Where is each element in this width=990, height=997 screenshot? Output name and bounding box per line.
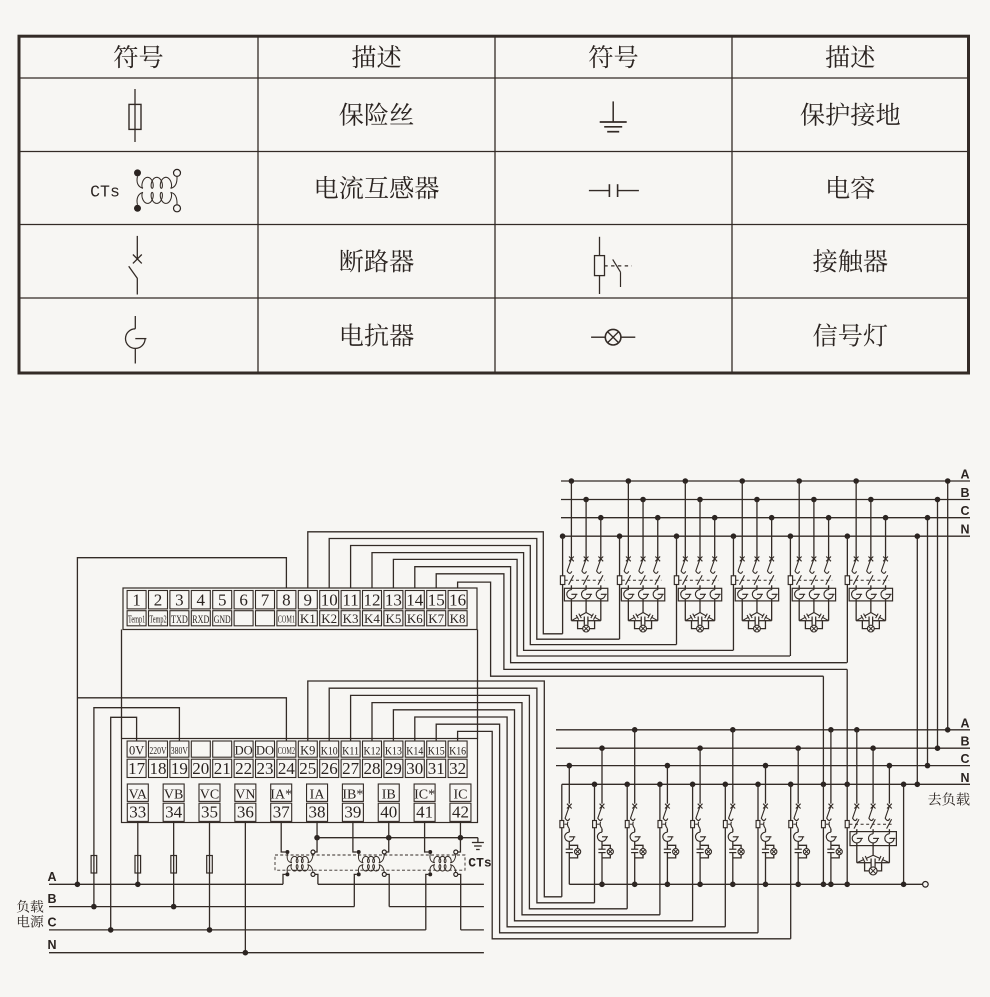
svg-text:CTs: CTs [468,856,492,871]
svg-text:40: 40 [380,803,397,822]
svg-text:K14: K14 [406,745,423,757]
svg-text:TXD: TXD [171,614,188,626]
svg-text:IA*: IA* [270,787,292,802]
svg-text:220V: 220V [149,746,166,757]
svg-text:Temp2: Temp2 [149,615,166,626]
svg-text:K12: K12 [364,745,381,757]
svg-text:30: 30 [406,759,423,778]
svg-text:K5: K5 [385,611,401,626]
svg-text:K10: K10 [321,745,338,757]
svg-text:K11: K11 [342,745,359,757]
svg-text:20: 20 [192,759,209,778]
svg-text:K6: K6 [407,611,423,626]
svg-text:16: 16 [449,590,466,609]
svg-text:28: 28 [364,759,381,778]
svg-text:13: 13 [385,590,402,609]
svg-text:C: C [47,915,56,929]
svg-text:1: 1 [132,590,141,609]
svg-text:RXD: RXD [192,614,209,626]
svg-text:14: 14 [406,590,424,609]
svg-text:22: 22 [235,759,252,778]
svg-text:9: 9 [304,590,313,609]
svg-text:B: B [960,486,969,500]
svg-text:K7: K7 [428,611,444,626]
svg-text:5: 5 [218,590,227,609]
svg-text:34: 34 [165,803,183,822]
svg-text:IC*: IC* [414,787,435,802]
svg-text:3: 3 [175,590,184,609]
svg-text:27: 27 [342,759,360,778]
svg-text:12: 12 [364,590,381,609]
svg-text:VB: VB [164,787,183,802]
svg-text:N: N [960,771,969,785]
svg-text:33: 33 [129,803,146,822]
svg-text:COM1: COM1 [278,615,295,626]
svg-text:C: C [960,752,969,766]
svg-text:36: 36 [237,803,254,822]
svg-text:CTs: CTs [90,183,120,202]
svg-text:24: 24 [278,759,296,778]
svg-text:23: 23 [257,759,274,778]
svg-text:25: 25 [299,759,316,778]
svg-text:C: C [960,504,969,518]
svg-text:39: 39 [344,803,361,822]
svg-text:K2: K2 [321,611,337,626]
svg-text:K4: K4 [364,611,380,626]
svg-text:32: 32 [449,759,466,778]
svg-text:41: 41 [416,803,433,822]
svg-text:17: 17 [128,759,146,778]
svg-text:K3: K3 [343,611,359,626]
svg-text:29: 29 [385,759,402,778]
svg-text:4: 4 [197,590,206,609]
svg-text:IC: IC [453,787,467,802]
svg-text:31: 31 [428,759,445,778]
svg-text:N: N [960,523,969,537]
svg-text:K13: K13 [385,745,402,757]
svg-text:GND: GND [214,614,231,626]
svg-text:DO: DO [256,744,274,758]
svg-text:B: B [960,735,969,749]
svg-text:K8: K8 [450,611,466,626]
svg-text:380V: 380V [171,746,188,757]
svg-text:B: B [47,892,56,906]
svg-text:10: 10 [321,590,338,609]
svg-text:15: 15 [428,590,445,609]
svg-text:38: 38 [309,803,326,822]
svg-text:DO: DO [235,744,253,758]
svg-text:COM2: COM2 [278,746,295,757]
svg-text:A: A [960,468,969,482]
svg-text:VC: VC [200,787,219,802]
svg-text:Temp1: Temp1 [128,615,145,626]
svg-text:K15: K15 [428,745,445,757]
svg-text:37: 37 [273,803,291,822]
svg-text:VN: VN [235,787,255,802]
svg-text:11: 11 [342,590,358,609]
svg-text:2: 2 [154,590,163,609]
svg-text:18: 18 [150,759,167,778]
svg-text:IB: IB [382,787,396,802]
svg-text:35: 35 [201,803,218,822]
svg-text:8: 8 [282,590,291,609]
svg-text:A: A [960,716,969,730]
svg-text:N: N [47,938,56,952]
svg-text:A: A [47,870,56,884]
svg-text:19: 19 [171,759,188,778]
svg-text:K1: K1 [300,611,316,626]
svg-text:K9: K9 [300,744,315,758]
svg-text:42: 42 [452,803,469,822]
svg-text:IA: IA [310,787,326,802]
svg-text:IB*: IB* [342,787,363,802]
svg-text:6: 6 [239,590,248,609]
svg-text:0V: 0V [129,744,144,758]
svg-text:VA: VA [129,787,148,802]
svg-text:K16: K16 [449,745,466,757]
svg-text:7: 7 [261,590,270,609]
svg-text:21: 21 [214,759,231,778]
svg-text:26: 26 [321,759,338,778]
